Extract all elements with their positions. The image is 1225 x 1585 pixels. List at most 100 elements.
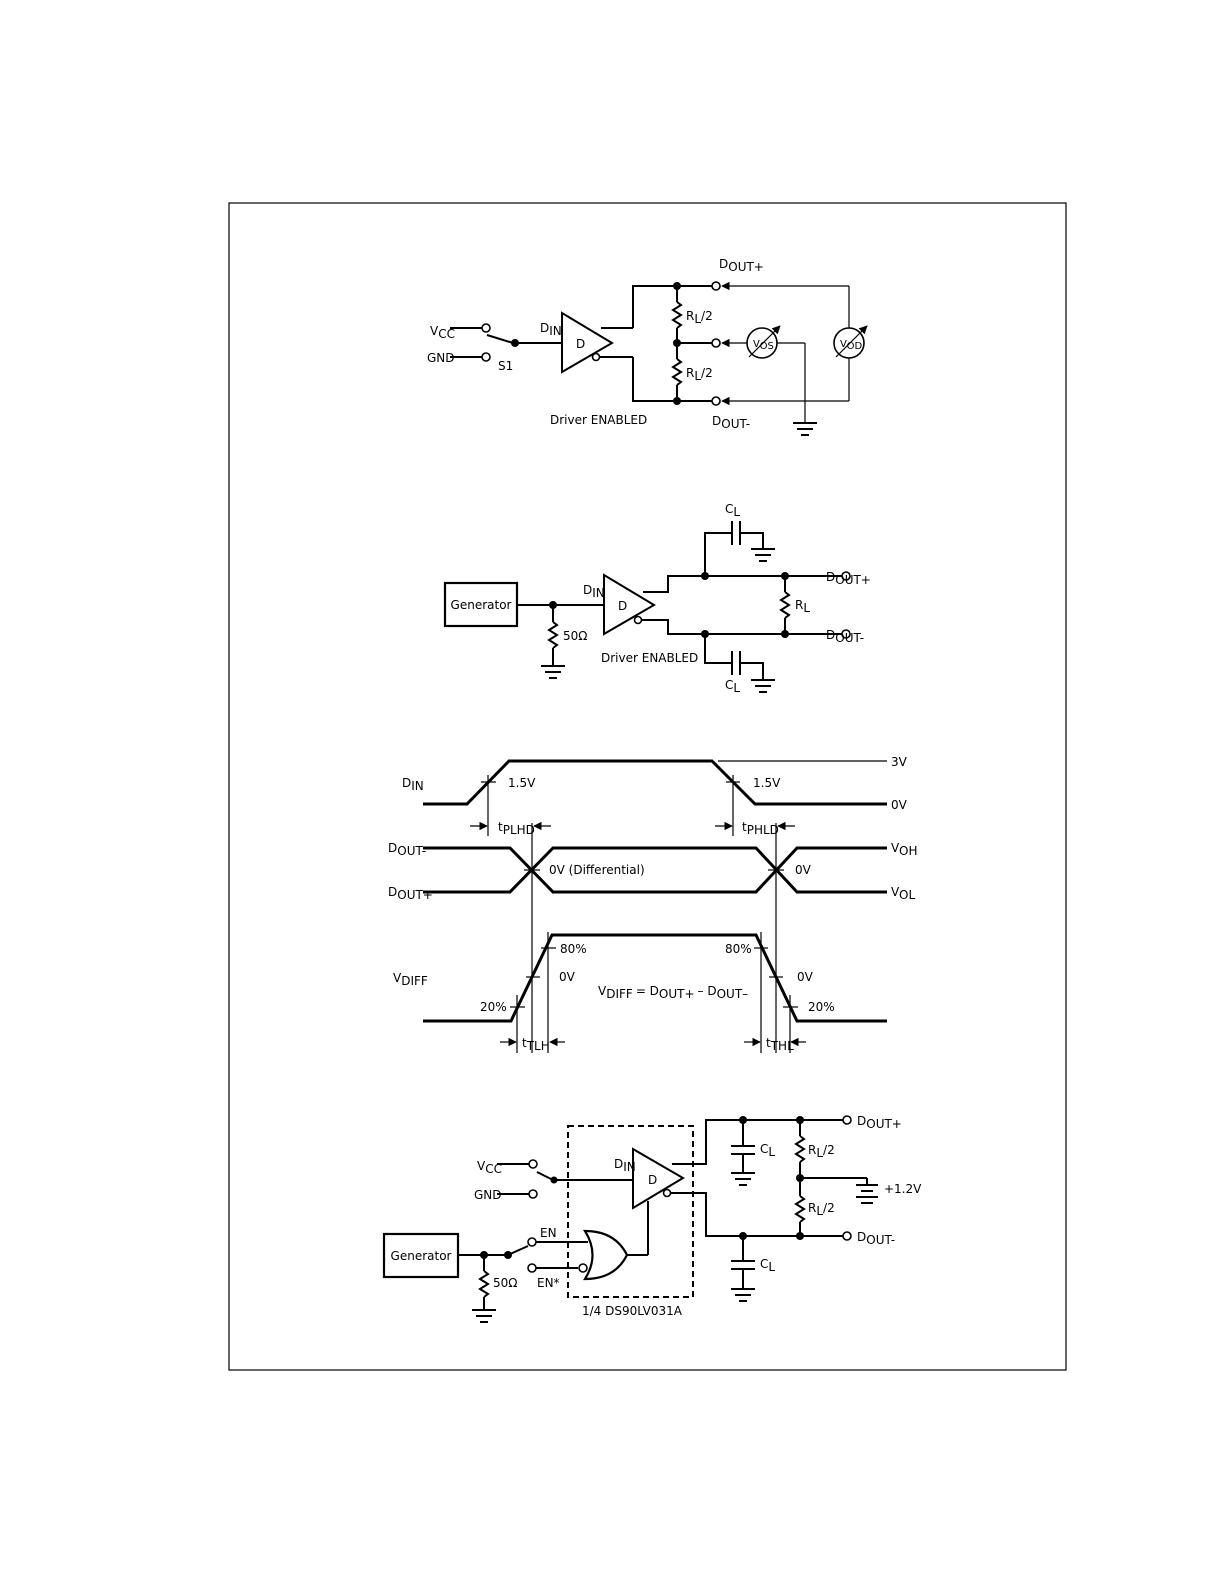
dout-plus-label: DOUT+: [388, 885, 433, 902]
dout-minus-label: DOUT-: [712, 414, 750, 431]
tphld-label: tPHLD: [742, 820, 779, 837]
gnd-label: GND: [474, 1188, 502, 1202]
driver-triangle: [603, 573, 656, 636]
80pct-left-label: 80%: [560, 942, 587, 956]
gnd-terminal: [528, 1189, 538, 1199]
resistor-rl-half-bottom: [794, 1195, 806, 1223]
dout-plus-label: DOUT+: [719, 257, 764, 274]
tplhd-label: tPLHD: [498, 820, 535, 837]
differential-label: 0V (Differential): [549, 863, 645, 877]
dout-plus-terminal: [711, 281, 721, 291]
en-terminal: [527, 1237, 537, 1247]
resistor-50-ohm: [478, 1270, 490, 1298]
80pct-right-label: 80%: [725, 942, 752, 956]
driver-label: D: [648, 1173, 657, 1187]
generator-box: [443, 581, 519, 628]
figure-frame: [228, 202, 1067, 1371]
dout-plus-label: DOUT+: [826, 570, 871, 587]
vod-label: VOD: [840, 339, 863, 352]
dout-minus-terminal: [841, 629, 851, 639]
dout-minus-terminal: [711, 396, 721, 406]
vod-meter: [833, 327, 865, 359]
1p5v-right-label: 1.5V: [753, 776, 781, 790]
r50-label: 50Ω: [493, 1276, 517, 1290]
gnd-label: GND: [427, 351, 455, 365]
switch-s1: [486, 334, 514, 344]
3v-label: 3V: [891, 755, 908, 769]
din-label: DIN: [614, 1157, 636, 1174]
rl-top-label: RL/2: [808, 1143, 835, 1160]
r50-label: 50Ω: [563, 629, 587, 643]
figure-3-timing-waveforms: DIN 3V 0V 1.5V 1.5V tPLHD tPHLD DOUT- DO…: [388, 755, 917, 1053]
vos-meter: [746, 327, 778, 359]
en-star-terminal: [527, 1263, 537, 1273]
driver-triangle: [561, 311, 614, 374]
s1-label: S1: [498, 359, 513, 373]
part-number-label: 1/4 DS90LV031A: [582, 1304, 683, 1318]
cl-bottom-label: CL: [760, 1257, 775, 1274]
0v-vdiff-right-label: 0V: [797, 970, 814, 984]
din-label: DIN: [540, 321, 562, 338]
ground-symbol: [541, 665, 565, 679]
figure-1-vod-vos-test-circuit: VCC GND S1 DIN D RL/2 RL/2 VOS VOD DOUT+…: [427, 257, 868, 436]
resistor-rl-half-bottom: [671, 358, 683, 386]
driver-label: D: [618, 599, 627, 613]
dout-plus-label: DOUT+: [857, 1114, 902, 1131]
generator-label: Generator: [451, 598, 512, 612]
din-waveform: [423, 759, 887, 806]
vos-label: VOS: [753, 339, 774, 352]
20pct-right-label: 20%: [808, 1000, 835, 1014]
1p5v-left-label: 1.5V: [508, 776, 536, 790]
driver-triangle: [632, 1147, 685, 1210]
vdiff-waveform: [423, 933, 887, 1023]
dout-minus-label: DOUT-: [388, 841, 426, 858]
dout-plus-waveform: [423, 846, 887, 894]
vdiff-equation: VDIFF= DOUT+– DOUT–: [598, 984, 748, 1001]
voh-label: VOH: [891, 841, 917, 858]
vbias-label: +1.2V: [884, 1182, 922, 1196]
resistor-rl-half-top: [671, 301, 683, 329]
gnd-terminal: [481, 352, 491, 362]
vdiff-label: VDIFF: [393, 971, 428, 988]
dout-plus-terminal: [842, 1115, 852, 1125]
0v-label: 0V: [891, 798, 908, 812]
rl-label: RL: [795, 598, 810, 615]
driver-enabled-caption: Driver ENABLED: [550, 413, 647, 427]
vcc-label: VCC: [477, 1159, 502, 1176]
ground-symbol: [472, 1309, 496, 1323]
dout-minus-waveform: [423, 846, 887, 894]
rl-top-label: RL/2: [686, 309, 713, 326]
rl-bottom-label: RL/2: [808, 1201, 835, 1218]
figure-4-tri-state-test-circuit: Generator: [382, 1114, 922, 1323]
dout-minus-terminal: [842, 1231, 852, 1241]
resistor-50-ohm: [547, 621, 559, 649]
resistor-rl: [779, 591, 791, 619]
dout-minus-label: DOUT-: [857, 1230, 895, 1247]
dout-minus-label: DOUT-: [826, 628, 864, 645]
cl-top-label: CL: [725, 502, 740, 519]
generator-box: [382, 1232, 460, 1279]
ground-symbol: [793, 422, 817, 436]
center-terminal: [711, 338, 721, 348]
20pct-left-label: 20%: [480, 1000, 507, 1014]
en-star-label: EN*: [537, 1276, 560, 1290]
driver-enabled-caption: Driver ENABLED: [601, 651, 698, 665]
din-label: DIN: [402, 776, 424, 793]
vcc-label: VCC: [430, 324, 455, 341]
tthl-label: tTHL: [766, 1036, 794, 1053]
cl-top-label: CL: [760, 1142, 775, 1159]
resistor-rl-half-top: [794, 1135, 806, 1163]
or-gate: [583, 1229, 629, 1281]
ic-package-box: [567, 1125, 694, 1298]
din-label: DIN: [583, 583, 605, 600]
en-label: EN: [540, 1226, 557, 1240]
driver-label: D: [576, 337, 585, 351]
0v-vdiff-left-label: 0V: [559, 970, 576, 984]
generator-label: Generator: [391, 1249, 452, 1263]
cl-bottom-label: CL: [725, 678, 740, 695]
figure-2-switching-test-circuit: Generator: [443, 502, 871, 695]
dout-plus-terminal: [841, 571, 851, 581]
0v-crossing-right-label: 0V: [795, 863, 812, 877]
vcc-terminal: [481, 323, 491, 333]
